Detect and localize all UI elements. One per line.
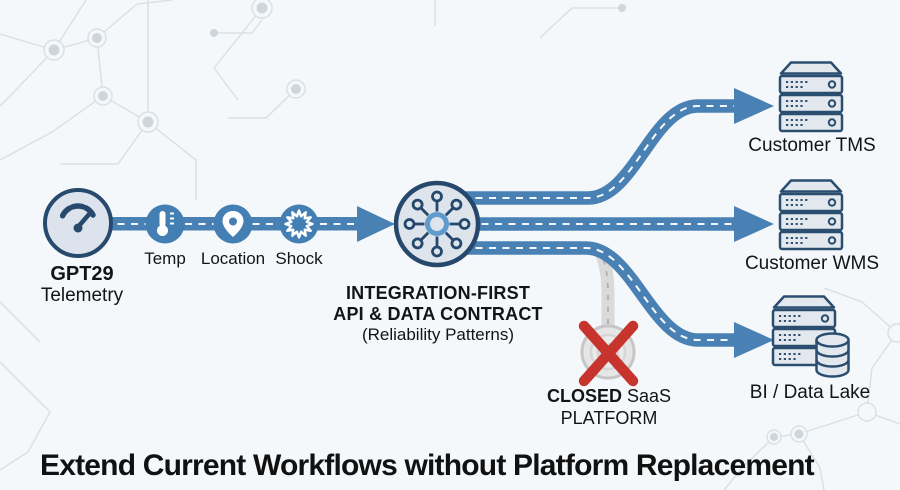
arrowhead-to-bi (734, 322, 774, 358)
sensor-temp-node (145, 204, 185, 244)
closed-saas-label-line2: PLATFORM (560, 408, 658, 428)
sensor-shock-node (279, 204, 319, 244)
pipe-hub-to-bi (462, 241, 774, 358)
circuit-node-dots (43, 0, 900, 445)
sensor-label-temp: Temp (144, 249, 186, 268)
sensor-label-location: Location (200, 249, 266, 268)
destination-label-bi: BI / Data Lake (749, 382, 871, 403)
destination-label-tms: Customer TMS (748, 135, 876, 156)
server-stack-icon-wms (778, 179, 844, 251)
pipe-hub-to-wms (468, 206, 774, 242)
location-pin-icon (222, 211, 244, 237)
closed-saas-label-rest: SaaS (626, 386, 672, 406)
red-x-icon (578, 320, 639, 387)
gauge-icon (59, 203, 97, 233)
database-cylinder-icon (815, 332, 850, 378)
page-title: Extend Current Workflows without Platfor… (40, 449, 815, 482)
sensor-label-shock: Shock (275, 249, 323, 268)
sensor-location-node (213, 204, 253, 244)
source-node-subtitle: Telemetry (40, 285, 124, 306)
arrowhead-to-tms (734, 88, 774, 124)
integration-hub-node (393, 180, 481, 268)
pipe-hub-to-tms (462, 88, 774, 205)
arrowhead-to-wms (734, 206, 774, 242)
source-node-title: GPT29 (50, 263, 114, 285)
shock-burst-icon (284, 209, 314, 239)
closed-saas-node (578, 320, 639, 387)
hub-label-line2: API & DATA CONTRACT (333, 304, 543, 324)
thermometer-icon (157, 211, 174, 236)
telemetry-gauge-node (43, 188, 113, 258)
server-stack-icon-tms (778, 61, 844, 133)
hub-label-line3: (Reliability Patterns) (361, 325, 515, 344)
arrowhead-into-hub (357, 206, 395, 242)
closed-saas-label-bold: CLOSED (546, 386, 622, 406)
destination-label-wms: Customer WMS (744, 253, 880, 274)
hub-spoke-icon (403, 190, 471, 258)
hub-label-line1: INTEGRATION-FIRST (345, 283, 531, 303)
